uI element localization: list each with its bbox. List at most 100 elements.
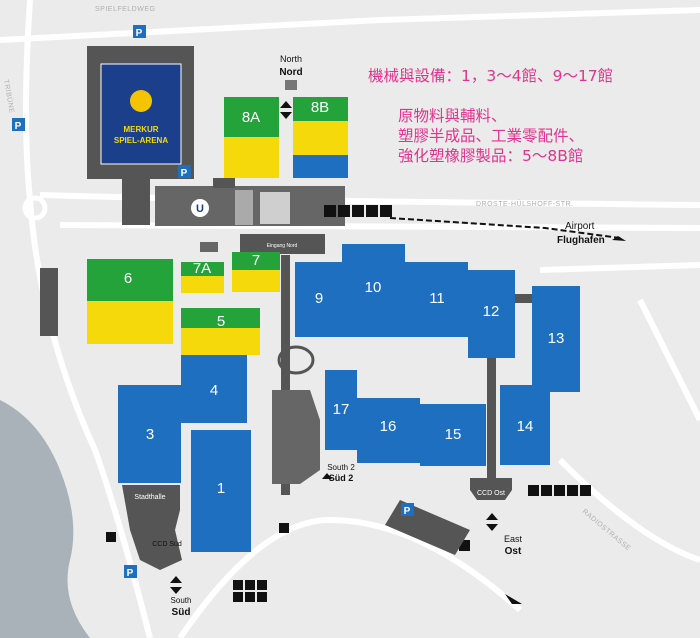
hall-5-label: 5: [217, 313, 225, 330]
hall-16[interactable]: [357, 398, 420, 463]
legend-machinery: 機械與設備：1，3～4館、9～17館: [368, 67, 614, 85]
hall-8a-green[interactable]: [224, 97, 279, 137]
south2-entrance-de: Süd 2: [329, 473, 354, 483]
ccd-ost-label: CCD Ost: [477, 490, 505, 497]
legend-materials-line1: 原物料與輔料、: [398, 107, 507, 125]
u-bahn-letter: U: [196, 203, 204, 215]
south-entrance-arrow: [170, 576, 182, 594]
hall-17-label: 17: [333, 401, 350, 418]
arena-parking-sign: [178, 165, 191, 178]
ccd-sud-label: CCD Süd: [152, 541, 182, 548]
arena-name-line2: SPIEL-ARENA: [114, 136, 168, 145]
hall-9[interactable]: [295, 262, 344, 337]
south2-entrance-en: South 2: [327, 463, 355, 472]
parking-sign-bottom: [124, 565, 137, 578]
hall-6-yellow[interactable]: [87, 301, 173, 344]
parking-garage-sign: [401, 503, 414, 516]
hall-4[interactable]: [181, 355, 247, 423]
parking-sign-bottom-label: P: [127, 568, 134, 579]
hall-6-green[interactable]: [87, 259, 173, 301]
road-ring: [22, 195, 48, 221]
east-entrance-de: Ost: [505, 546, 522, 557]
hall-8a-yellow[interactable]: [224, 137, 279, 178]
hall-4-label: 4: [210, 382, 218, 399]
stadthalle-label: Stadthalle: [134, 494, 165, 501]
street-tribune: TRIBÜNE: [2, 79, 16, 114]
river-water: [0, 400, 90, 638]
hall-10-label: 10: [365, 279, 382, 296]
transport-icons-left: [106, 532, 116, 542]
side-building-left: [40, 268, 58, 336]
hall-11-label: 11: [429, 290, 445, 307]
transport-icons-north: [324, 205, 392, 217]
hall-11[interactable]: [405, 262, 468, 337]
hall-10[interactable]: [342, 244, 405, 337]
east-walkway: [487, 358, 496, 483]
airport-label-de: Flughafen: [557, 235, 605, 246]
hall-1[interactable]: [191, 430, 251, 552]
hall-1-label: 1: [217, 480, 225, 497]
hall-14-label: 14: [517, 418, 534, 435]
hall-13-label: 13: [548, 330, 565, 347]
parking-sign-top: [133, 25, 146, 38]
hall-17[interactable]: [325, 370, 357, 450]
hall-7-green[interactable]: [232, 252, 280, 270]
hall-8a-label: 8A: [242, 109, 260, 126]
arena-name-line1: MERKUR: [123, 125, 158, 134]
hall-7a-yellow[interactable]: [181, 276, 224, 293]
transport-icons-south: [233, 580, 267, 602]
central-walkway-vertical: [281, 255, 290, 495]
hall-8b-blue[interactable]: [293, 155, 348, 178]
north-small-block: [200, 242, 218, 252]
arena-roof: [100, 63, 182, 165]
hall-15[interactable]: [420, 404, 486, 466]
arena-connector: [122, 179, 150, 225]
hall-7a-green[interactable]: [181, 262, 224, 276]
south-entrance-de: Süd: [172, 607, 191, 618]
hall-15-label: 15: [445, 426, 462, 443]
hall-8b-yellow[interactable]: [293, 121, 348, 155]
south2-building: [272, 390, 320, 484]
hall-12[interactable]: [468, 270, 515, 358]
hall-12-label: 12: [483, 303, 500, 320]
parking-sign-top-label: P: [136, 28, 143, 39]
south2-arrow-icon: [322, 473, 332, 479]
hall-7-yellow[interactable]: [232, 270, 280, 292]
transport-icons-mid: [279, 523, 289, 533]
hall-3[interactable]: [118, 385, 181, 483]
parking-sign-left: [12, 118, 25, 131]
u-bahn-icon: [191, 199, 209, 217]
hall-8b-green[interactable]: [293, 97, 348, 121]
hall-9-label: 9: [315, 290, 323, 307]
north-entrance-en: North: [280, 54, 302, 64]
hall-5-green[interactable]: [181, 308, 260, 328]
hall-3-label: 3: [146, 426, 154, 443]
central-roundabout: [277, 345, 315, 375]
stadthalle-building: [122, 485, 182, 570]
north-kiosk: [285, 80, 297, 90]
ccd-ost-building: [470, 478, 512, 500]
hall-16-label: 16: [380, 418, 397, 435]
arena-parking-label: P: [181, 168, 188, 179]
entrance-north-building: [240, 234, 325, 254]
hall-13[interactable]: [532, 286, 580, 392]
hall-7-label: 7: [252, 252, 260, 269]
east-bus-icon: [459, 540, 470, 551]
north-entrance-de: Nord: [279, 67, 302, 78]
airport-label-en: Airport: [565, 221, 595, 232]
hall-7a-label: 7A: [193, 260, 211, 277]
north-building-block: [213, 178, 235, 188]
hall-14[interactable]: [500, 385, 550, 465]
road-arrow-icon: [505, 594, 522, 604]
north-entrance-arrow: [280, 101, 292, 119]
hall-5-yellow[interactable]: [181, 328, 260, 355]
legend-materials-line2: 塑膠半成品、工業零配件、: [398, 127, 585, 145]
hall-12-connector: [515, 294, 533, 303]
east-entrance-arrow: [486, 513, 498, 531]
parking-garage-sign-label: P: [404, 506, 411, 517]
hall-8b-label: 8B: [311, 99, 329, 116]
arena-logo-sun: [130, 90, 152, 112]
legend-materials-line3: 強化塑橡膠製品：5～8B館: [398, 147, 584, 165]
